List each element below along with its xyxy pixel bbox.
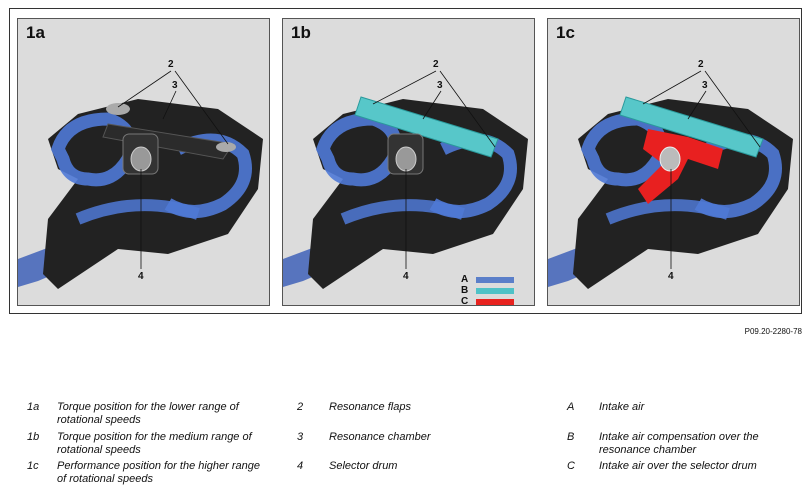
intake-manifold-illustration-1a [18,19,269,305]
legend-key-c: C [461,296,469,306]
caption-text: Intake air over the selector drum [599,460,757,472]
caption-text: Intake air [599,401,645,413]
caption-code: 2 [297,401,304,413]
intake-manifold-illustration-1c [548,19,799,305]
panel-label: 1a [26,23,45,42]
callout-2: 2 [433,59,439,70]
caption-code: 1a [27,401,40,413]
caption-code: 4 [297,460,304,472]
callout-4: 4 [138,271,144,282]
panel-1b: 1b 2 3 4 A B C [282,18,535,306]
callout-3: 3 [437,80,443,91]
caption-code: C [567,460,575,472]
callout-4: 4 [668,271,674,282]
caption-text: Torque position for the lower range of r… [57,401,239,426]
caption-text: Performance position for the higher rang… [57,460,261,485]
legend-swatch-a [476,277,514,283]
caption-code: 3 [297,431,304,443]
figure-frame: 1a 2 3 4 1b 2 3 4 A B C [9,8,802,314]
legend-key-b: B [461,285,469,296]
caption-text: Selector drum [329,460,398,472]
caption-code: 1b [27,431,40,443]
caption-code: B [567,431,575,443]
figure-reference: P09.20-2280-78 [744,327,802,336]
callout-2: 2 [698,59,704,70]
caption-text: Torque position for the medium range of … [57,431,252,456]
legend-swatch-b [476,288,514,294]
caption-code: A [567,401,575,413]
legend-key-a: A [461,274,469,285]
caption-text: Intake air compensation over the resonan… [599,431,759,456]
legend-swatch-c [476,299,514,305]
callout-3: 3 [172,80,178,91]
callout-4: 4 [403,271,409,282]
panel-label: 1c [556,23,575,42]
intake-manifold-illustration-1b [283,19,534,305]
caption-text: Resonance chamber [329,431,431,443]
caption-text: Resonance flaps [329,401,411,413]
callout-3: 3 [702,80,708,91]
caption-code: 1c [27,460,39,472]
callout-2: 2 [168,59,174,70]
panel-label: 1b [291,23,311,42]
panel-1c: 1c 2 3 4 [547,18,800,306]
panel-1a: 1a 2 3 4 [17,18,270,306]
